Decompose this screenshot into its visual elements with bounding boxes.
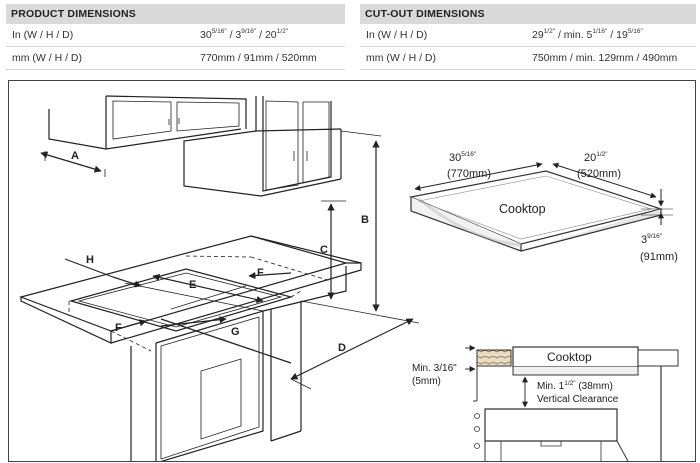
label-g: G — [231, 326, 240, 338]
row-value: 305/16" / 39/16" / 201/2" — [200, 28, 288, 41]
label-f-left: F — [115, 322, 122, 334]
label-h: H — [86, 254, 94, 266]
cooktop-width-mm: (770mm) — [447, 168, 491, 180]
table-row: In (W / H / D) 291/2" / min. 51/16" / 19… — [360, 24, 696, 47]
cooktop-depth-mm: (520mm) — [577, 168, 621, 180]
table-row: In (W / H / D) 305/16" / 39/16" / 201/2" — [6, 24, 345, 47]
min-gap-mm: (5mm) — [412, 376, 441, 387]
row-value: 750mm / min. 129mm / 490mm — [532, 52, 678, 64]
row-label: mm (W / H / D) — [366, 52, 436, 64]
product-dimensions-table: PRODUCT DIMENSIONS In (W / H / D) 305/16… — [6, 4, 345, 70]
row-label: mm (W / H / D) — [12, 52, 82, 64]
countertop — [19, 235, 362, 344]
table-row: mm (W / H / D) 770mm / 91mm / 520mm — [6, 47, 345, 70]
table-row: mm (W / H / D) 750mm / min. 129mm / 490m… — [360, 47, 696, 70]
row-value: 770mm / 91mm / 520mm — [200, 52, 317, 64]
label-c: C — [320, 244, 328, 256]
clearance-line-2: Vertical Clearance — [537, 394, 619, 405]
guide-lines — [68, 255, 332, 352]
cooktop-depth-in: 201/2" — [584, 151, 608, 164]
section-cooktop-label: Cooktop — [547, 350, 592, 364]
label-b: B — [361, 214, 369, 226]
label-e: E — [189, 279, 196, 291]
cutout-dimensions-title: CUT-OUT DIMENSIONS — [360, 4, 696, 24]
label-a: A — [71, 150, 79, 162]
base-cabinet — [130, 266, 347, 461]
cooktop-height-mm: (91mm) — [640, 251, 678, 263]
cutout-dimensions-table: CUT-OUT DIMENSIONS In (W / H / D) 291/2"… — [360, 4, 696, 70]
cooktop-dimension-lines — [414, 162, 673, 225]
cooktop-height-in: 39/16" — [641, 233, 663, 246]
product-dimensions-title: PRODUCT DIMENSIONS — [6, 4, 345, 24]
installation-diagram-svg: A B C D E F F G H Cooktop 305/16" (770mm… — [19, 95, 679, 461]
clearance-line-1: Min. 11/2" (38mm) — [537, 380, 613, 392]
row-value: 291/2" / min. 51/16" / 195/16" — [532, 28, 643, 41]
min-gap-in: Min. 3/16" — [412, 363, 457, 374]
row-label: In (W / H / D) — [366, 29, 428, 41]
upper-cabinet-right — [183, 96, 342, 197]
cooktop-label: Cooktop — [499, 202, 546, 216]
dimension-lines — [40, 130, 420, 390]
upper-cabinet-left — [48, 95, 247, 150]
label-f-right: F — [257, 267, 264, 279]
installation-diagram: A B C D E F F G H Cooktop 305/16" (770mm… — [8, 80, 696, 462]
label-d: D — [338, 342, 346, 354]
row-label: In (W / H / D) — [12, 29, 74, 41]
cross-section: Cooktop — [465, 345, 679, 461]
cooktop-illustration: Cooktop — [408, 170, 664, 252]
cooktop-width-in: 305/16" — [449, 151, 477, 164]
